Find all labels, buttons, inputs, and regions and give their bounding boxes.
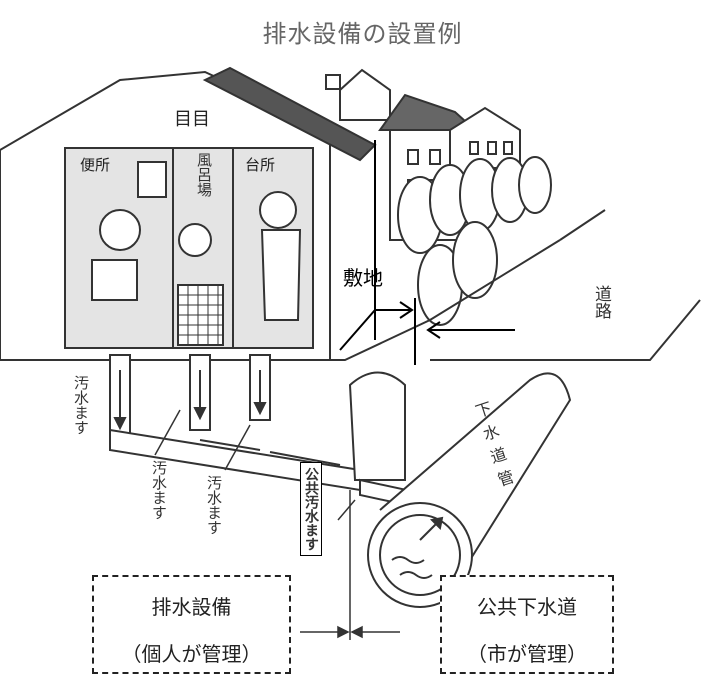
road-edge [559,209,606,241]
public-sewer-box: 公共下水道 （市が管理） [440,575,614,674]
site-label: 敷地 [343,266,383,290]
drainage-facility-manager: （個人が管理） [121,642,262,666]
public-sewer-manager: （市が管理） [467,642,587,666]
sewage-box-label-2: 汚水ます [150,460,168,520]
leader-lines [154,409,356,521]
site-boundary [339,140,515,365]
room-label-bath: 風呂場 [195,152,213,197]
trees [397,156,552,326]
sewage-box-label-3: 汚水ます [205,475,223,535]
house-sign: 目目 [174,109,210,130]
drainage-facility-box: 排水設備 （個人が管理） [92,575,291,674]
flow-arrows [113,370,341,466]
drainage-facility-title: 排水設備 [151,595,232,619]
house [0,66,377,361]
room-label-toilet: 便所 [80,156,110,174]
public-sewer-title: 公共下水道 [477,595,577,619]
road-label: 道路 [591,285,611,319]
road-line [430,299,701,361]
responsibility-divider [300,490,400,640]
room-label-kitchen: 台所 [245,156,275,174]
ground-line [0,239,561,361]
diagram-title: 排水設備の設置例 [262,20,463,48]
public-sewage-box-label: 公共汚水ます [300,462,322,556]
sewage-box-label-1: 汚水ます [72,375,90,435]
